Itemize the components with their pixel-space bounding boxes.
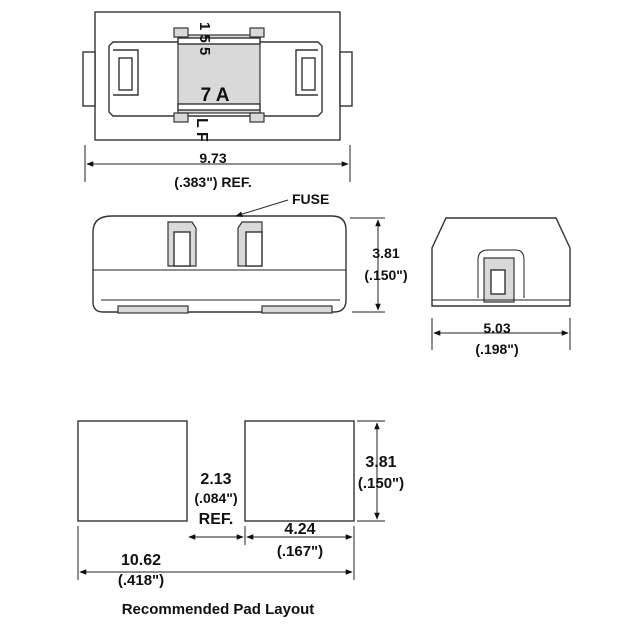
top-center-band-lower bbox=[177, 103, 261, 111]
width-dimension: 5.03 (.198") bbox=[431, 318, 571, 357]
pad-height-in-label: (.150") bbox=[358, 475, 404, 492]
left-pad bbox=[77, 420, 188, 522]
height-in-label: (.150") bbox=[364, 267, 407, 283]
end-window bbox=[490, 269, 506, 295]
length-mm-label: 9.73 bbox=[199, 150, 226, 166]
top-center-band-upper bbox=[177, 37, 261, 45]
marking-lf: L F bbox=[193, 118, 210, 142]
length-dimension: 9.73 (.383") REF. bbox=[84, 145, 351, 190]
side-left-terminal bbox=[117, 305, 189, 314]
left-terminal-tab bbox=[82, 51, 96, 107]
top-pad-ul bbox=[173, 27, 189, 38]
length-in-label: (.383") REF. bbox=[174, 174, 251, 190]
pad-height-mm-label: 3.81 bbox=[365, 454, 396, 471]
gap-in-label: (.084") bbox=[194, 490, 237, 506]
height-dimension: 3.81 (.150") bbox=[350, 217, 408, 313]
side-right-notch bbox=[245, 231, 263, 267]
gap-ref-label: REF. bbox=[199, 511, 234, 528]
marking-155: 1 5 5 bbox=[196, 22, 213, 55]
right-window bbox=[301, 57, 316, 91]
pad-layout: 2.13 (.084") REF. 3.81 (.150") 4.24 (.16… bbox=[77, 420, 404, 618]
pad-width-mm-label: 4.24 bbox=[284, 521, 315, 538]
top-pad-lr bbox=[249, 112, 265, 123]
top-pad-ll bbox=[173, 112, 189, 123]
fuse-leader bbox=[235, 199, 289, 217]
total-mm-label: 10.62 bbox=[121, 552, 161, 569]
top-view: 1 5 5 7 A L F bbox=[82, 11, 353, 142]
top-pad-ur bbox=[249, 27, 265, 38]
width-mm-label: 5.03 bbox=[483, 320, 510, 336]
end-view bbox=[431, 217, 571, 307]
total-in-label: (.418") bbox=[118, 572, 164, 589]
left-window bbox=[118, 57, 133, 91]
current-rating: 7 A bbox=[201, 85, 230, 106]
side-left-notch bbox=[173, 231, 191, 267]
right-pad bbox=[244, 420, 355, 522]
pad-width-in-label: (.167") bbox=[277, 543, 323, 560]
pad-layout-caption: Recommended Pad Layout bbox=[122, 601, 315, 618]
side-right-terminal bbox=[261, 305, 333, 314]
side-body-outline bbox=[92, 215, 347, 313]
width-in-label: (.198") bbox=[475, 341, 518, 357]
fuse-label: FUSE bbox=[292, 191, 329, 207]
gap-mm-label: 2.13 bbox=[200, 471, 231, 488]
side-view: FUSE bbox=[92, 191, 347, 314]
right-terminal-tab bbox=[339, 51, 353, 107]
height-mm-label: 3.81 bbox=[372, 245, 399, 261]
top-center-element bbox=[177, 34, 261, 114]
